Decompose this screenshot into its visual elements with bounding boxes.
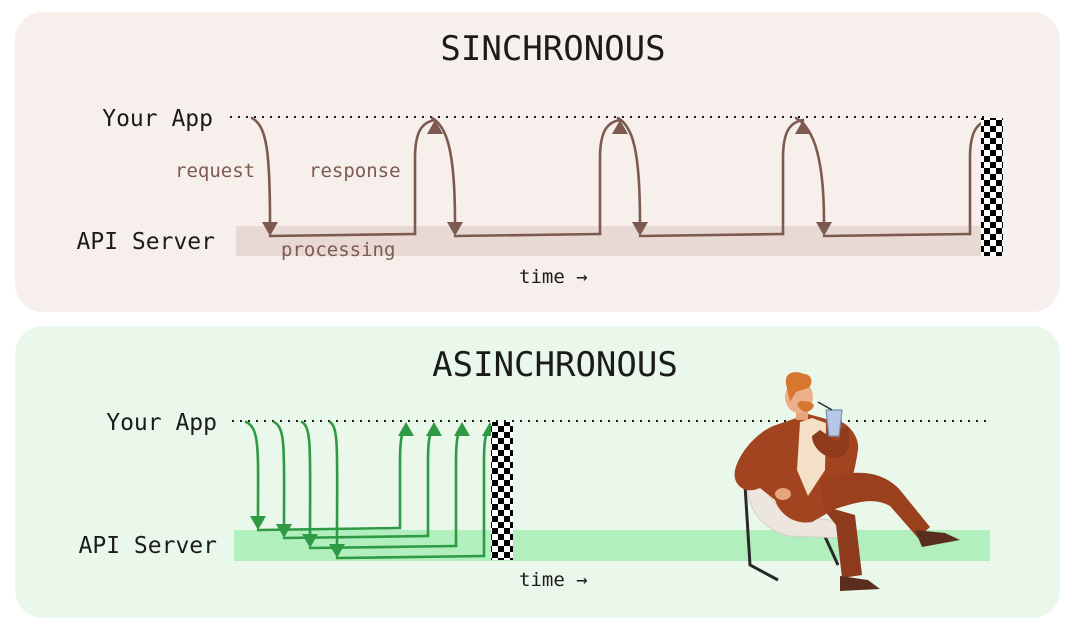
sync-response-arrow: [415, 120, 435, 234]
async-finish-flag: [491, 422, 513, 560]
async-response-arrow: [456, 428, 462, 546]
async-title: ASINCHRONOUS: [432, 345, 678, 385]
async-request-arrow: [274, 422, 284, 524]
sync-time-label: time →: [519, 266, 588, 288]
drink-straw: [818, 402, 832, 410]
sync-title: SINCHRONOUS: [440, 29, 665, 69]
sync-label-request: request: [175, 160, 255, 182]
sync-label-processing: processing: [281, 239, 395, 261]
async-response-arrow: [400, 428, 406, 528]
async-request-arrowhead: [250, 516, 266, 530]
async-request-arrow: [246, 422, 258, 516]
async-lane-api-server: API Server: [79, 533, 217, 559]
async-response-arrowhead: [398, 422, 414, 436]
sync-lane-your-app: Your App: [102, 106, 213, 132]
async-response-arrow: [428, 428, 434, 536]
async-response-arrowhead: [426, 422, 442, 436]
sync-response-arrow: [783, 120, 803, 234]
sync-finish-flag: [981, 118, 1003, 256]
async-server-band: [234, 530, 990, 561]
async-time-label: time →: [519, 569, 588, 591]
drink-cup: [826, 410, 842, 436]
sync-label-response: response: [309, 160, 401, 182]
sync-response-arrow: [600, 120, 620, 234]
async-request-arrow: [302, 422, 310, 534]
shoe-back: [840, 576, 880, 591]
sync-lane-api-server: API Server: [77, 229, 215, 255]
async-request-arrow: [330, 422, 337, 544]
async-lane-your-app: Your App: [106, 410, 217, 436]
async-response-arrowhead: [454, 422, 470, 436]
hand-resting: [775, 488, 791, 500]
